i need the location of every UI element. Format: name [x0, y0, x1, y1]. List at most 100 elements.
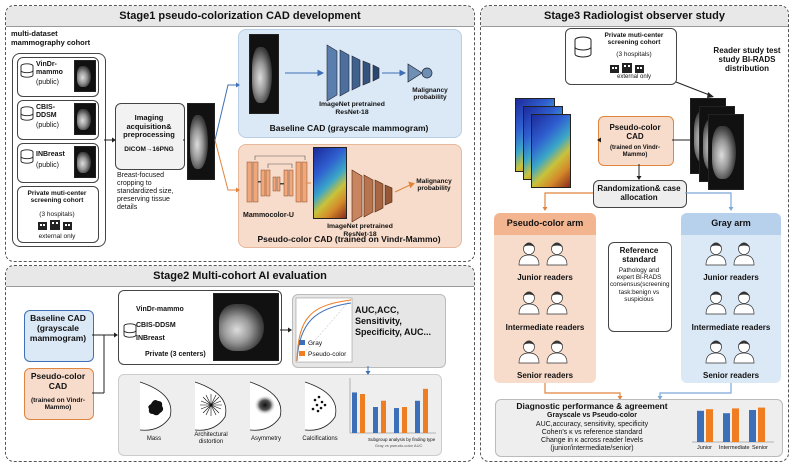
- reader-icon: [518, 291, 540, 315]
- stage2-pseudo-label: Pseudo-color CAD: [30, 371, 86, 391]
- reader-icon: [705, 242, 727, 266]
- diag-line-2: Cohen's κ vs reference standard: [541, 429, 643, 436]
- gray-arm-header: [681, 213, 781, 235]
- mass-icon: [148, 400, 164, 416]
- pseudo-model-label: ImageNet pretrained ResNet-18: [327, 223, 393, 238]
- architectural-distortion-icon: [200, 394, 222, 416]
- private-cohort-detail: (3 hospitals): [39, 211, 75, 218]
- stage2-mammogram: [213, 293, 279, 361]
- private-cohort-note: external only: [38, 233, 76, 240]
- reader-icon: [733, 340, 755, 364]
- pseudo-output-label: Malignancy probability: [416, 178, 452, 193]
- stage2-pseudo-box: [24, 368, 94, 420]
- stage3-cohort-name: Private muti-center screening cohort: [604, 32, 664, 47]
- pseudo-cad-label: Pseudo-color CAD (trained on Vindr-Mammo…: [257, 234, 441, 244]
- cohort-label: multi-dataset mammography cohort: [11, 29, 91, 47]
- roc-legend-gray: Gray: [308, 340, 323, 347]
- stage2-title: Stage2 Multi-cohort AI evaluation: [6, 266, 474, 287]
- pseudo-senior-readers: Senior readers: [516, 371, 574, 380]
- preprocess-box: [115, 103, 185, 170]
- gray-junior-readers: Junior readers: [703, 273, 759, 282]
- finding-asymmetry: Asymmetry: [251, 436, 281, 442]
- thumb-vindr: [74, 60, 96, 92]
- diag-title: Diagnostic performance & agreement: [516, 401, 668, 411]
- reference-text: Pathology and expert BI-RADS consensus(s…: [610, 267, 670, 303]
- asymmetry-icon: [254, 395, 276, 415]
- roc-legend-pseudo: Pseudo-color: [308, 351, 347, 358]
- dataset-name-cbis: CBIS- DDSM: [36, 104, 57, 120]
- randomization-box: [593, 180, 687, 208]
- subgroup-bar-3-s2: [402, 407, 407, 433]
- thumb-inbreast: [74, 146, 96, 178]
- diag-line-3: Change in κ across reader levels: [541, 437, 643, 444]
- diag-line-4: (junior/intermediate/senior): [550, 445, 634, 452]
- stage2-baseline-box: [24, 310, 94, 362]
- stage2-baseline-label: Baseline CAD (grayscale mammogram): [29, 313, 87, 343]
- reader-icon: [733, 242, 755, 266]
- gray-stack-3: [708, 114, 744, 190]
- diag-line-1: AUC,accuracy, sensitivity, specificity: [535, 421, 649, 428]
- pseudo-arm-label: Pseudo-color arm: [506, 218, 584, 228]
- reader-icon: [733, 291, 755, 315]
- subgroup-caption: Subgroup analysis by finding type: [368, 437, 436, 442]
- dataset-name-vindr: VinDr- mammo: [36, 61, 63, 77]
- baseline-input-mammogram: [249, 34, 279, 114]
- finding-calcifications: Calcifications: [302, 436, 338, 442]
- gray-arm-box: [681, 213, 781, 383]
- reader-bar-senior-s2: [758, 407, 765, 442]
- preprocess-note: Breast-focused cropping to standardized …: [117, 172, 174, 212]
- pseudo-arm-box: [494, 213, 596, 383]
- reader-icon: [546, 291, 568, 315]
- gray-arm-label: Gray arm: [711, 218, 751, 228]
- gray-senior-readers: Senior readers: [702, 371, 760, 380]
- subgroup-sub: Gray vs pseudo-color AUC: [375, 443, 423, 448]
- stage2-dataset-inbreast: INBreast: [136, 335, 165, 342]
- reader-set-label: Reader study test study BI-RADS distribu…: [713, 46, 781, 74]
- bar-label-intermediate: Intermediate: [719, 445, 750, 451]
- reference-standard-box: [608, 242, 672, 332]
- stage3-title: Stage3 Radiologist observer study: [481, 6, 788, 27]
- dataset-access-cbis: (public): [36, 122, 59, 129]
- stage2-dataset-cbis: CBIS-DDSM: [136, 322, 176, 329]
- stage1-title: Stage1 pseudo-colorization CAD developme…: [6, 6, 474, 27]
- dataset-access-inbreast: (public): [36, 162, 59, 169]
- baseline-model-label: ImageNet pretrained ResNet-18: [319, 101, 385, 116]
- subgroup-bar-2-s1: [373, 407, 378, 433]
- baseline-cad-label: Baseline CAD (grayscale mammogram): [269, 123, 429, 133]
- diag-sub: Grayscale vs Pseudo-color: [547, 412, 637, 419]
- dataset-name-inbreast: INBreast: [36, 151, 65, 158]
- pseudo-arm-header: [494, 213, 596, 235]
- mammocolor-u-label: Mammocolor-U: [243, 212, 294, 219]
- stage3-cohort-detail: (3 hospitals): [616, 51, 652, 58]
- subgroup-bar-4-s2: [423, 388, 428, 433]
- subgroup-bar-4-s1: [415, 400, 420, 433]
- preprocess-title: Imaging acquisition& preprocessing: [123, 113, 175, 140]
- reader-bar-junior-s2: [706, 409, 713, 442]
- reader-bar-senior-s1: [749, 410, 756, 442]
- reference-title: Reference standard: [619, 246, 659, 265]
- calcifications-icon: [311, 395, 327, 413]
- metrics-list: AUC,ACC, Sensitivity, Specificity, AUC..…: [355, 305, 432, 337]
- gray-intermediate-readers: Intermediate readers: [691, 323, 771, 332]
- reader-bar-intermediate-s1: [723, 413, 730, 442]
- subgroup-bar-1-s1: [352, 392, 357, 433]
- private-cohort-box: [17, 186, 99, 243]
- reader-icon: [546, 340, 568, 364]
- stage3-pseudo-cad-box: [598, 116, 674, 166]
- reader-icon: [705, 340, 727, 364]
- reader-icon: [546, 242, 568, 266]
- dataset-access-vindr: (public): [36, 79, 59, 86]
- thumb-cbis: [74, 103, 96, 135]
